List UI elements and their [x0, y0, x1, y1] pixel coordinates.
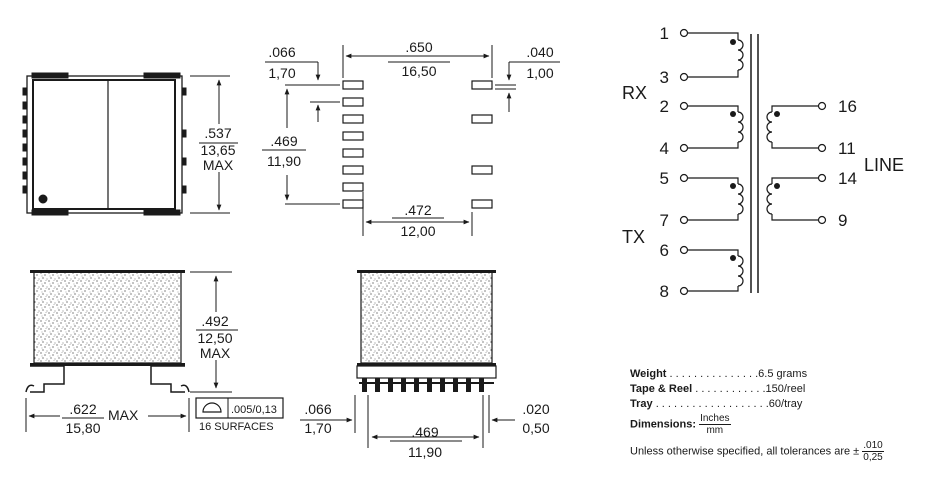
schematic-pin-labels: 1 3 2 4 5 7 6 8 16 11 14 9 RX TX LINE [622, 24, 904, 301]
dim-numerator: Inches [699, 413, 731, 425]
pin-label: 3 [660, 68, 669, 87]
dimensions-label: Dimensions: [630, 418, 697, 431]
pin1-marker [38, 194, 48, 204]
side-width-mm: 15,80 [65, 420, 100, 436]
fp-span-in: .650 [405, 39, 432, 55]
fp-padwidth-mm: 1,00 [526, 65, 553, 81]
pin-label: 8 [660, 282, 669, 301]
weight-dots: . . . . . . . . . . . . . . . [666, 368, 759, 380]
tape-value: 150/reel [765, 383, 806, 395]
dim-denominator: mm [706, 425, 724, 436]
weight-label: Weight [630, 368, 667, 380]
pin-label: 11 [838, 139, 856, 158]
pin-label: 2 [660, 97, 669, 116]
tray-label: Tray [630, 398, 653, 410]
top-height-mm: 13,65 [200, 142, 235, 158]
pin-label: 14 [838, 169, 857, 188]
spec-tolerance: Unless otherwise specified, all toleranc… [630, 440, 884, 463]
weight-value: 6.5 grams [758, 368, 808, 380]
fp-span-mm: 16,50 [401, 63, 436, 79]
end-view-dimensions [300, 395, 515, 448]
footprint-dimensions [262, 45, 560, 236]
tx-label: TX [622, 227, 645, 247]
end-tip-mm: 0,50 [522, 420, 549, 436]
spec-weight: Weight . . . . . . . . . . . . . . .6.5 … [630, 368, 807, 380]
pin-label: 4 [660, 139, 669, 158]
pin-label: 9 [838, 211, 847, 230]
line-label: LINE [864, 155, 904, 175]
fp-rowspan-in: .469 [270, 133, 297, 149]
side-width-max: MAX [108, 407, 139, 423]
top-height-in: .537 [204, 125, 231, 141]
pin-label: 6 [660, 241, 669, 260]
top-height-max: MAX [203, 157, 234, 173]
fp-rowspan-mm: 11,90 [267, 153, 301, 169]
fp-offset-mm: 1,70 [268, 65, 295, 81]
side-view [25, 270, 190, 393]
end-span-mm: 11,90 [408, 444, 442, 460]
fp-offset-in: .066 [268, 44, 295, 60]
tray-value: 60/tray [768, 398, 803, 410]
tol-numerator: .010 [862, 440, 884, 452]
pin-label: 7 [660, 211, 669, 230]
rx-label: RX [622, 83, 647, 103]
tray-dots: . . . . . . . . . . . . . . . . . . . [652, 398, 769, 410]
fp-pitch-mm: 12,00 [400, 223, 435, 239]
side-height-in: .492 [201, 313, 228, 329]
tape-dots: . . . . . . . . . . . . [692, 383, 766, 395]
footprint-pads [342, 80, 493, 209]
spec-tape-reel: Tape & Reel . . . . . . . . . . . .150/r… [630, 383, 805, 395]
side-view-dimensions [25, 271, 284, 432]
end-tip-in: .020 [522, 401, 549, 417]
end-view-leads [359, 378, 494, 392]
tape-label: Tape & Reel [630, 383, 693, 395]
top-view [22, 72, 187, 216]
end-lead-in: .066 [304, 401, 331, 417]
tol-denominator: 0,25 [863, 452, 883, 463]
pin-label: 1 [660, 24, 669, 43]
pin-label: 16 [838, 97, 857, 116]
pin-label: 5 [660, 169, 669, 188]
fp-padwidth-in: .040 [526, 44, 553, 60]
end-span-in: .469 [411, 424, 438, 440]
end-view [356, 270, 497, 392]
transformer-schematic [679, 28, 827, 296]
side-height-mm: 12,50 [197, 330, 232, 346]
fp-pitch-in: .472 [404, 202, 431, 218]
top-view-right-leads [181, 87, 187, 194]
side-width-in: .622 [69, 401, 96, 417]
spec-tray: Tray . . . . . . . . . . . . . . . . . .… [630, 398, 802, 410]
top-view-left-leads [22, 87, 28, 194]
side-height-max: MAX [200, 345, 231, 361]
top-view-height-dimension [190, 75, 238, 214]
coplanarity-value: .005/0,13 [231, 404, 277, 416]
coplanarity-surfaces: 16 SURFACES [199, 421, 274, 433]
end-lead-mm: 1,70 [304, 420, 331, 436]
tolerance-text: Unless otherwise specified, all toleranc… [630, 445, 860, 458]
